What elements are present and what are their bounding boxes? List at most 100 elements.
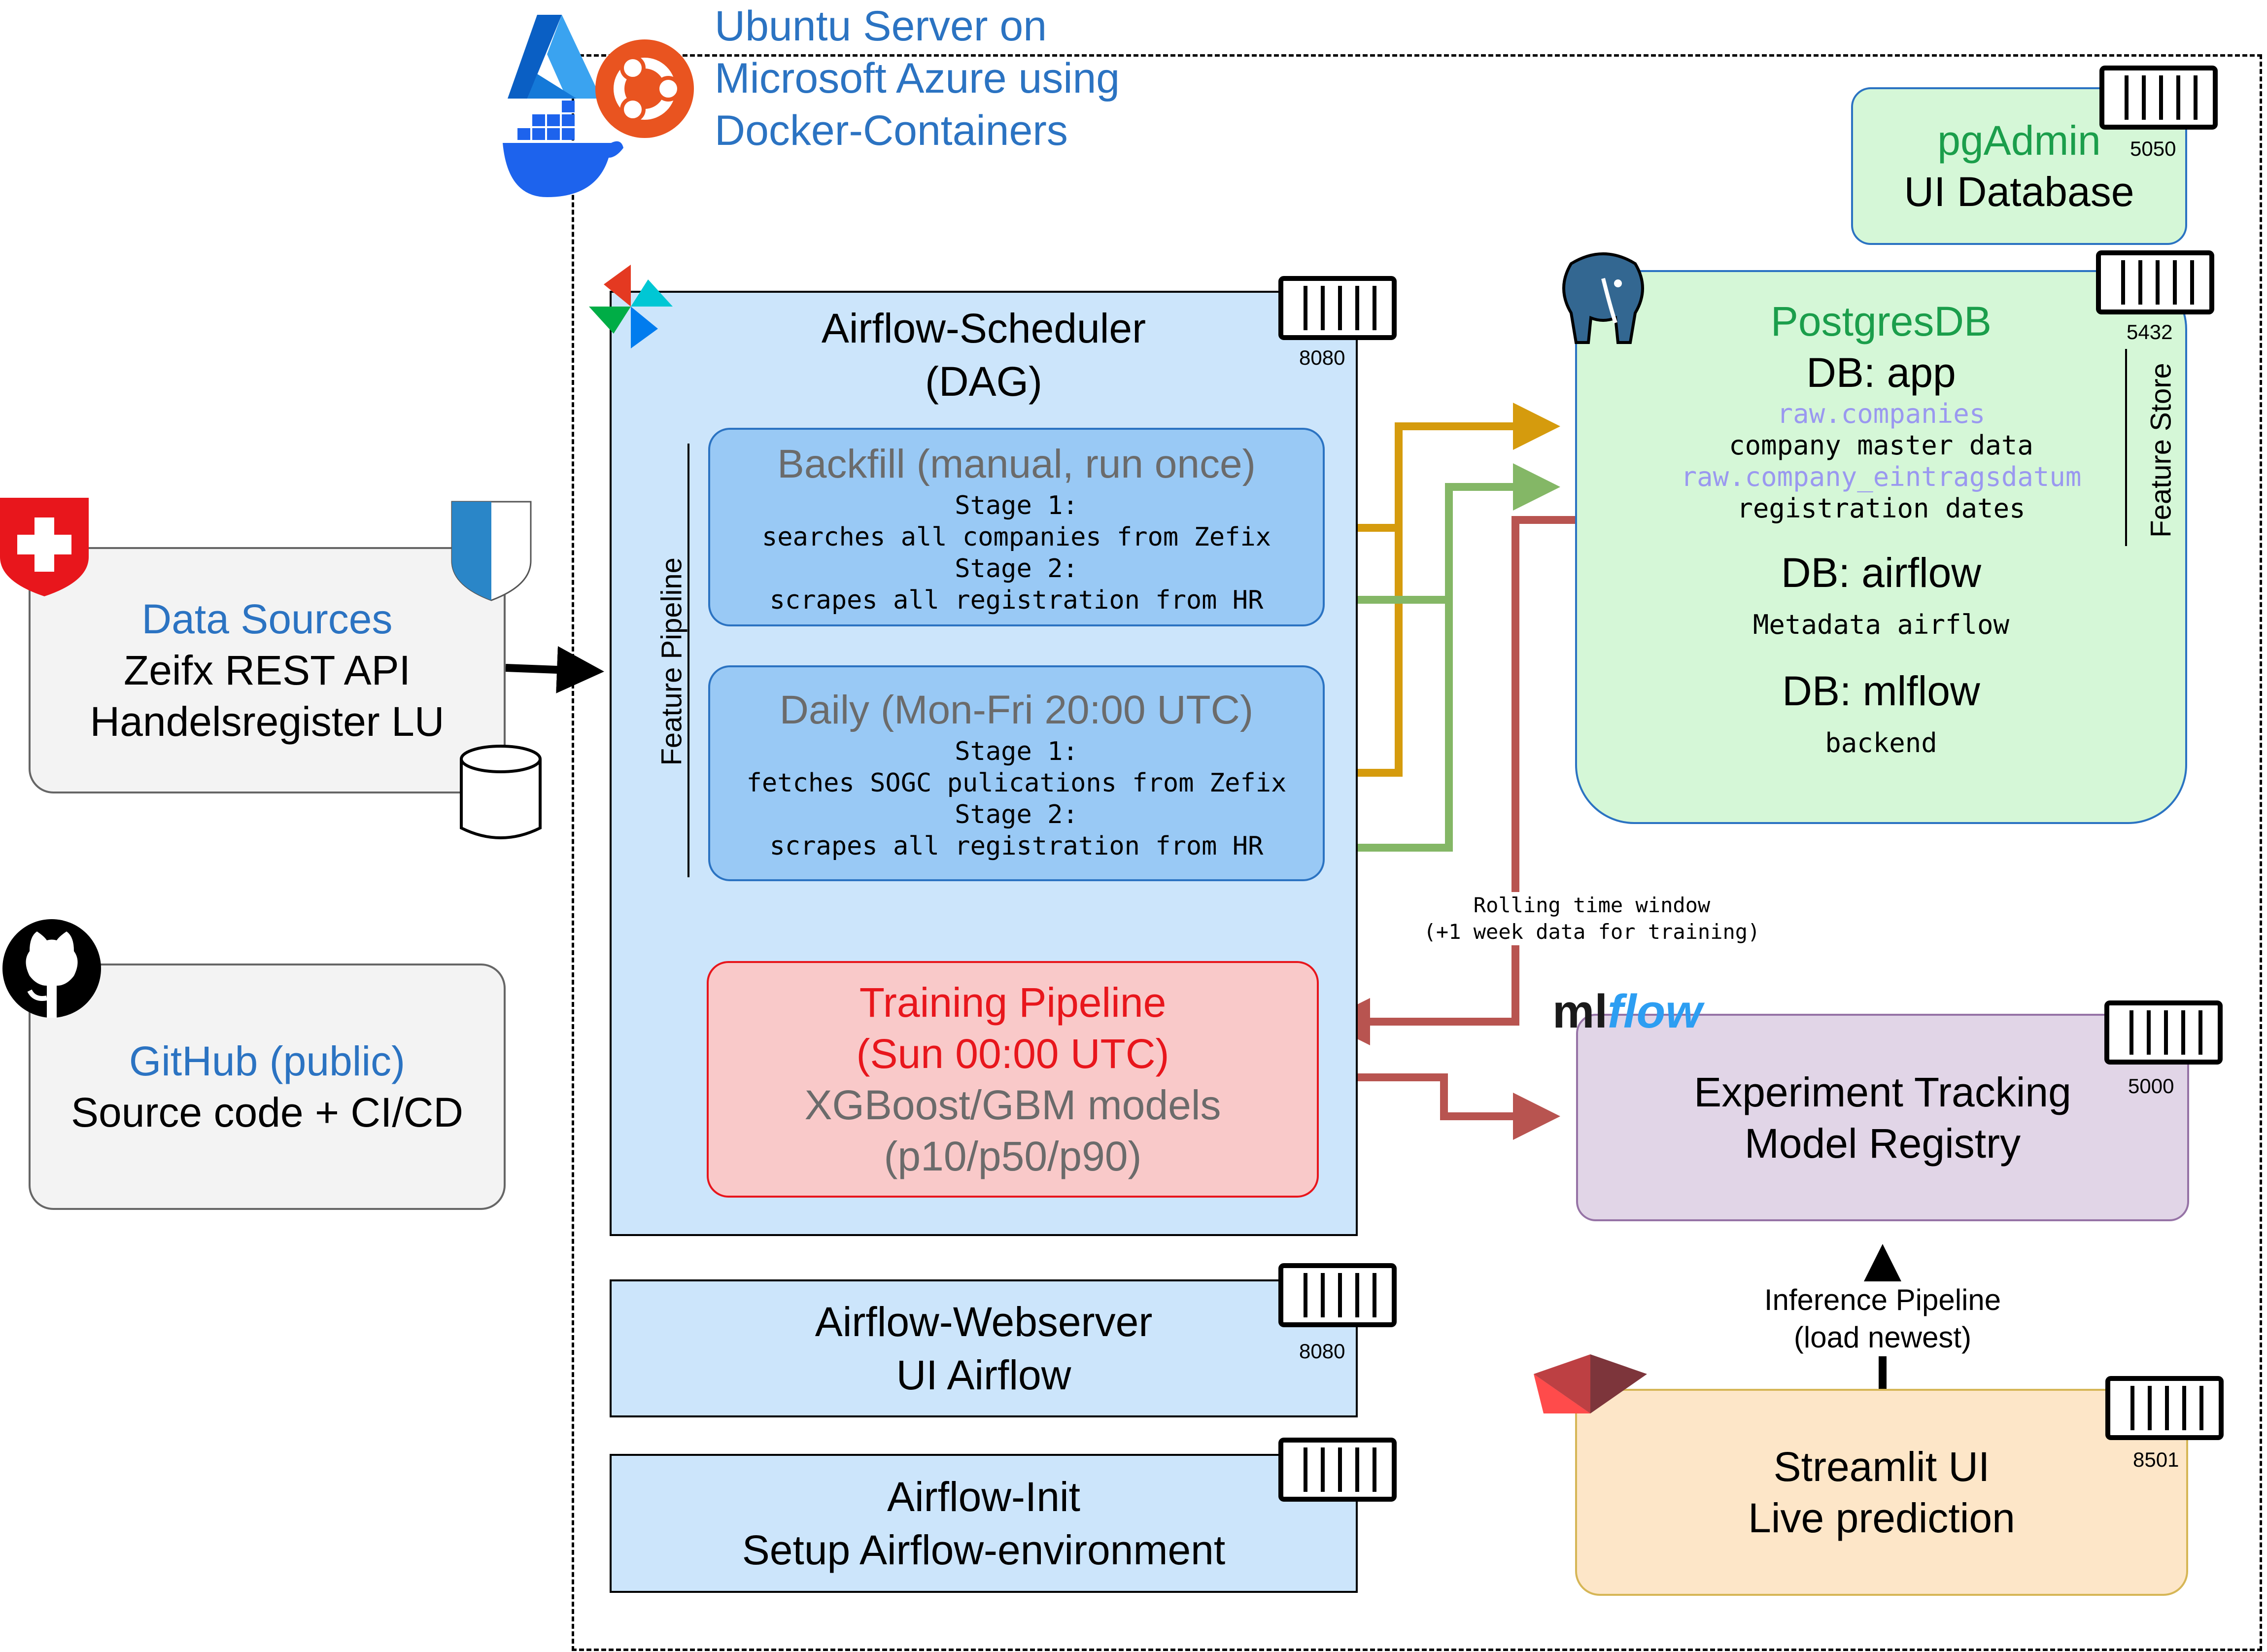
- github-icon: [2, 919, 101, 1018]
- server-title-line: Docker-Containers: [715, 107, 1068, 154]
- edge-daily-stage2: [1325, 487, 1453, 852]
- github-box: GitHub (public) Source code + CI/CD: [29, 964, 506, 1210]
- container-icon: [2096, 250, 2214, 314]
- streamlit-box: Streamlit UI Live prediction: [1575, 1389, 2188, 1596]
- pgadmin-line: UI Database: [1904, 169, 2134, 215]
- swiss-flag-icon: [0, 498, 89, 596]
- postgres-table-desc: registration dates: [1737, 493, 2026, 524]
- container-icon: [2099, 66, 2218, 130]
- server-title-line: Microsoft Azure using: [715, 55, 1120, 102]
- mlflow-logo: mlflow: [1552, 985, 1702, 1039]
- pgadmin-title: pgAdmin: [1937, 117, 2101, 164]
- postgres-airflow-desc: Metadata airflow: [1752, 609, 2010, 640]
- scheduler-title-line: (DAG): [925, 358, 1042, 405]
- init-line: Setup Airflow-environment: [742, 1527, 1226, 1573]
- inference-line: Inference Pipeline: [1764, 1283, 2001, 1316]
- airflow-icon: [589, 265, 673, 348]
- rolling-window-line: (+1 week data for training): [1423, 920, 1760, 944]
- feature-pipeline-bar: [687, 444, 689, 877]
- container-icon: [1278, 276, 1397, 340]
- container-icon: [1278, 1263, 1397, 1327]
- feature-store-label: Feature Store: [2145, 363, 2177, 538]
- docker-icon: [503, 101, 623, 197]
- data-sources-title: Data Sources: [141, 596, 393, 642]
- data-sources-line: Zeifx REST API: [124, 647, 411, 693]
- postgres-content: PostgresDB DB: app raw.companies company…: [1575, 296, 2187, 759]
- webserver-port: 8080: [1299, 1340, 1345, 1363]
- training-line: (p10/p50/p90): [884, 1133, 1142, 1179]
- server-boundary-right: [2260, 54, 2262, 1651]
- rolling-window-line: Rolling time window: [1473, 893, 1711, 917]
- postgres-table-desc: company master data: [1729, 430, 2033, 461]
- init-line: Airflow-Init: [887, 1474, 1081, 1520]
- container-icon: [2105, 1376, 2224, 1440]
- scheduler-port: 8080: [1299, 346, 1345, 369]
- daily-line: Stage 2:: [955, 800, 1078, 829]
- backfill-title: Backfill (manual, run once): [777, 441, 1256, 486]
- streamlit-line: Streamlit UI: [1773, 1444, 1990, 1490]
- github-title: GitHub (public): [129, 1038, 406, 1084]
- container-icon: [2104, 1000, 2223, 1065]
- postgres-table-name: raw.companies: [1777, 398, 1986, 429]
- server-title-line: Ubuntu Server on: [715, 2, 1047, 50]
- edge-sources-to-scheduler: [505, 646, 604, 693]
- feature-pipeline-label: Feature Pipeline: [655, 557, 688, 766]
- pgadmin-port: 5050: [2130, 137, 2176, 160]
- mlflow-box: Experiment Tracking Model Registry: [1576, 1014, 2189, 1221]
- webserver-line: Airflow-Webserver: [815, 1299, 1153, 1345]
- init-box: Airflow-Init Setup Airflow-environment: [610, 1454, 1358, 1593]
- server-title: Ubuntu Server on Microsoft Azure using D…: [715, 0, 1120, 157]
- scheduler-title-line: Airflow-Scheduler: [821, 305, 1146, 351]
- mlflow-line: Model Registry: [1744, 1120, 2021, 1167]
- lucerne-shield-icon: [451, 501, 532, 601]
- daily-box: Daily (Mon-Fri 20:00 UTC) Stage 1: fetch…: [708, 665, 1325, 881]
- container-icon: [1278, 1438, 1397, 1502]
- postgres-mlflow-desc: backend: [1825, 727, 1937, 758]
- postgres-db-airflow: DB: airflow: [1781, 550, 1982, 596]
- postgres-port: 5432: [2127, 320, 2173, 344]
- mlflow-port: 5000: [2128, 1074, 2174, 1098]
- backfill-line: searches all companies from Zefix: [761, 522, 1271, 552]
- edge-rolling-window: [1323, 516, 1575, 1045]
- postgres-table-name: raw.company_eintragsdatum: [1681, 461, 2082, 492]
- server-boundary: [572, 54, 2262, 1651]
- github-line: Source code + CI/CD: [70, 1089, 464, 1136]
- streamlit-port: 8501: [2133, 1448, 2179, 1471]
- inference-label: Inference Pipeline (load newest): [1725, 1281, 2040, 1356]
- data-sources-line: Handelsregister LU: [90, 698, 445, 745]
- backfill-box: Backfill (manual, run once) Stage 1: sea…: [708, 428, 1325, 626]
- postgres-db-mlflow: DB: mlflow: [1782, 668, 1980, 714]
- data-sources-box: Data Sources Zeifx REST API Handelsregis…: [29, 547, 506, 793]
- rolling-window-label: Rolling time window (+1 week data for tr…: [1380, 892, 1804, 945]
- daily-line: Stage 1:: [955, 737, 1078, 766]
- daily-title: Daily (Mon-Fri 20:00 UTC): [779, 688, 1254, 732]
- mlflow-line: Experiment Tracking: [1694, 1068, 2071, 1115]
- backfill-line: Stage 2:: [955, 553, 1078, 584]
- streamlit-crown-icon: [1534, 1354, 1647, 1413]
- backfill-line: scrapes all registration from HR: [769, 585, 1264, 615]
- webserver-box: Airflow-Webserver UI Airflow: [610, 1279, 1358, 1417]
- azure-icon: [508, 15, 601, 99]
- edge-training-to-mlflow: [1319, 1073, 1560, 1140]
- webserver-line: UI Airflow: [896, 1352, 1071, 1398]
- postgres-elephant-icon: [1562, 252, 1644, 344]
- training-line: XGBoost/GBM models: [804, 1082, 1221, 1128]
- pgadmin-box: pgAdmin UI Database: [1851, 87, 2187, 245]
- training-title: (Sun 00:00 UTC): [856, 1031, 1169, 1077]
- postgres-title: PostgresDB: [1770, 298, 1992, 344]
- daily-line: scrapes all registration from HR: [769, 831, 1264, 861]
- ubuntu-icon: [595, 39, 694, 138]
- postgres-box: [1575, 270, 2187, 824]
- mlflow-logo-flow: flow: [1608, 985, 1702, 1038]
- database-cylinder-icon: [460, 745, 542, 839]
- feature-store-bar: [2125, 349, 2127, 546]
- mlflow-logo-ml: ml: [1552, 985, 1608, 1038]
- training-box: Training Pipeline (Sun 00:00 UTC) XGBoos…: [707, 961, 1319, 1198]
- backfill-line: Stage 1:: [955, 490, 1078, 520]
- streamlit-line: Live prediction: [1748, 1495, 2015, 1541]
- postgres-db-app: DB: app: [1806, 349, 1956, 396]
- scheduler-title: Airflow-Scheduler (DAG): [610, 302, 1358, 408]
- training-title: Training Pipeline: [859, 979, 1167, 1026]
- inference-line: (load newest): [1793, 1321, 1972, 1354]
- daily-line: fetches SOGC pulications from Zefix: [746, 768, 1287, 798]
